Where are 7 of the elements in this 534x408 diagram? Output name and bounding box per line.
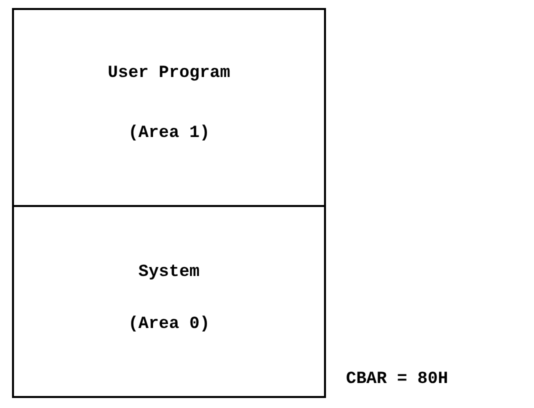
area-name: System [138, 263, 200, 282]
area-number: (Area 0) [128, 315, 210, 334]
area-number: (Area 1) [128, 124, 210, 143]
area-name: User Program [108, 64, 230, 83]
memory-area-box [12, 205, 326, 398]
memory-area-box [12, 8, 326, 207]
register-value-label: CBAR = 80H [346, 370, 448, 389]
